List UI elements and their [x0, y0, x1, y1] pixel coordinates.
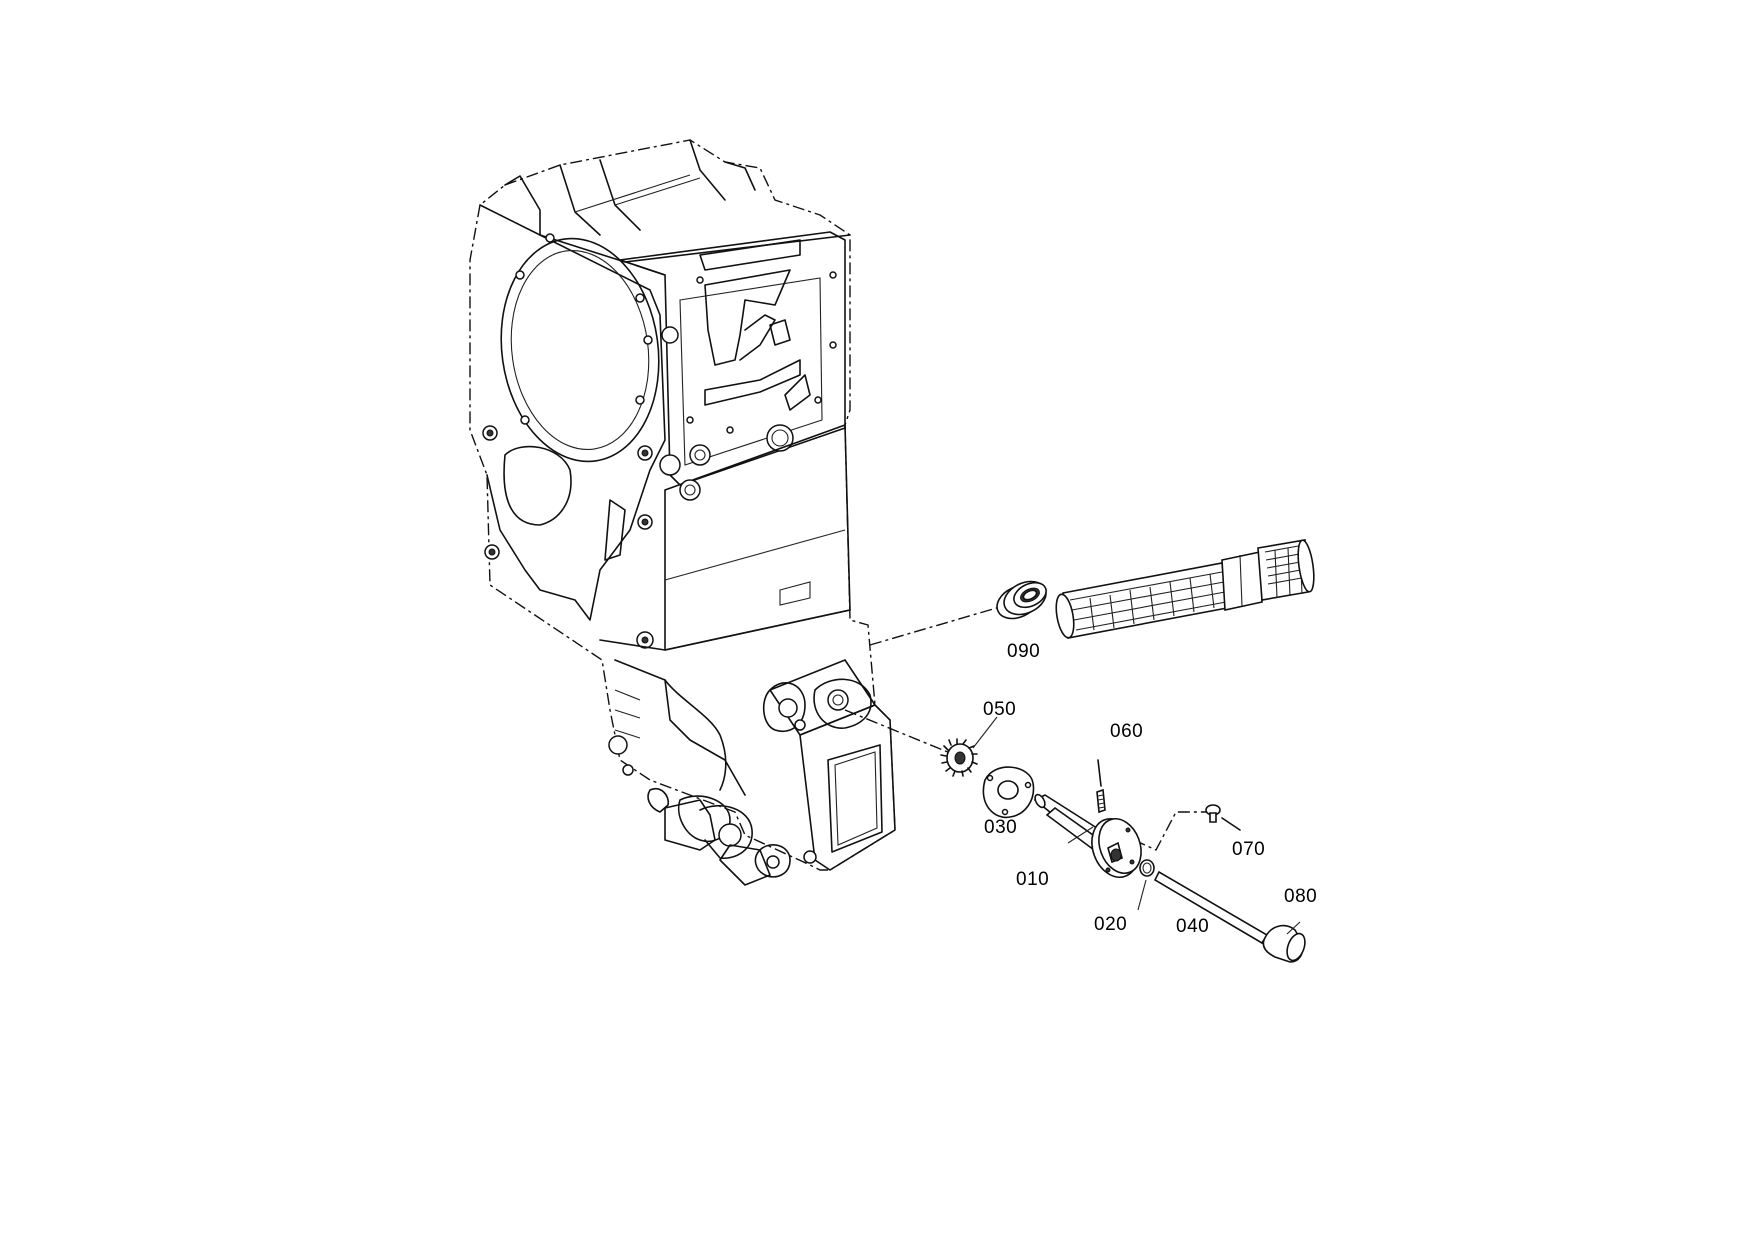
splined-shaft: [1055, 539, 1315, 639]
part-010-pump-shaft: [1033, 793, 1142, 878]
callout-050: 050: [983, 699, 1017, 720]
callout-080: 080: [1284, 886, 1318, 907]
label-leader-lines: [972, 716, 1301, 935]
callout-090: 090: [1007, 641, 1041, 662]
part-060-pin: [1096, 759, 1106, 814]
callout-060: 060: [1110, 721, 1144, 742]
part-070-screw: [1205, 804, 1241, 831]
callout-010: 010: [1016, 869, 1050, 890]
transmission-housing: [469, 139, 896, 886]
callout-020: 020: [1094, 914, 1128, 935]
part-030-washer: [982, 766, 1035, 819]
part-050-gear: [940, 738, 978, 777]
assembly-leader-lines: [844, 606, 1210, 851]
callout-040: 040: [1176, 916, 1210, 937]
part-080-cap: [1262, 924, 1306, 963]
callout-030: 030: [984, 817, 1018, 838]
part-040-rod: [1153, 870, 1277, 948]
callout-070: 070: [1232, 839, 1266, 860]
part-090-seal-ring: [996, 580, 1047, 620]
part-020-o-ring: [1139, 859, 1155, 877]
